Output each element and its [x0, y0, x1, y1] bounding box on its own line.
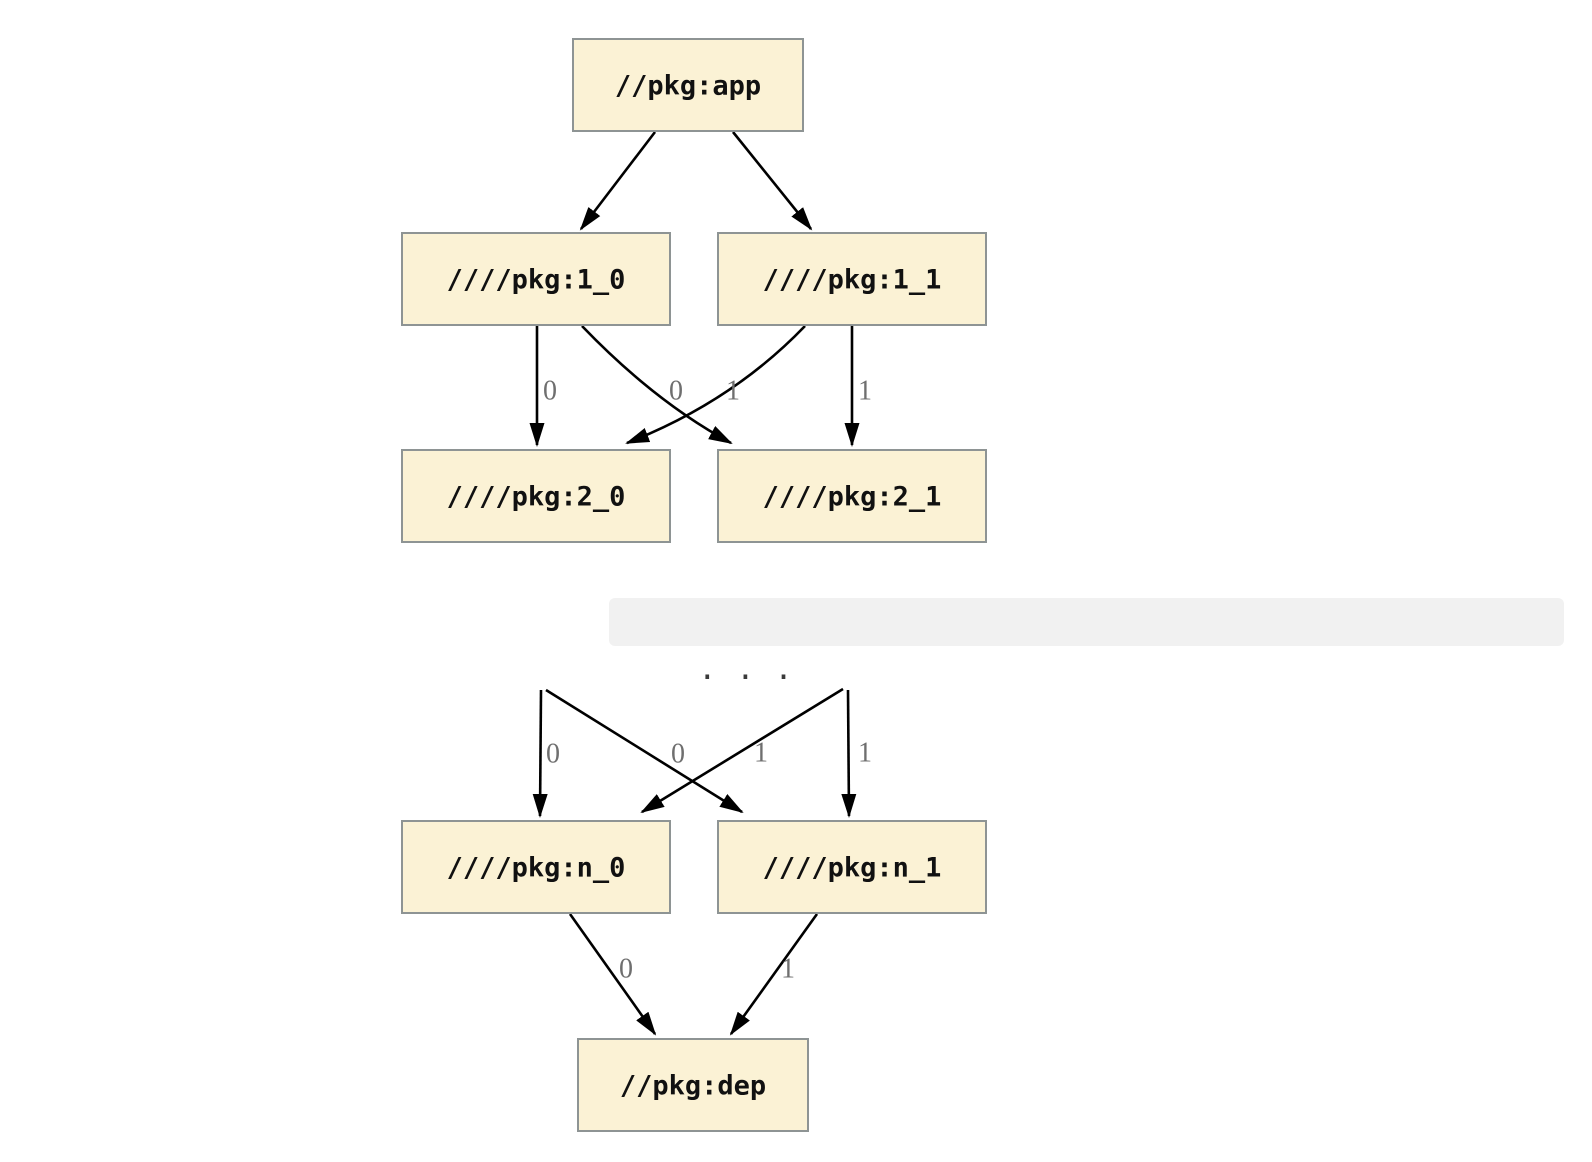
- node-label: ////pkg:n_0: [447, 853, 626, 884]
- node-box: [717, 232, 987, 326]
- node-box: [401, 232, 671, 326]
- node-label: ////pkg:1_1: [763, 265, 942, 296]
- node-label: //pkg:app: [615, 71, 761, 102]
- edge-label: 0: [669, 376, 683, 407]
- edge-label: 1: [781, 954, 795, 985]
- node-n_1: ////pkg:n_1: [717, 820, 987, 914]
- edge-ellipsis-to-n_0: 1: [640, 687, 844, 814]
- edge-label: 0: [619, 954, 633, 985]
- node-label: ////pkg:1_0: [447, 265, 626, 296]
- node-2_1: ////pkg:2_1: [717, 449, 987, 543]
- edge-arrow: [841, 689, 857, 818]
- node-label: //pkg:dep: [620, 1071, 766, 1102]
- edge-label: 1: [858, 738, 872, 769]
- ellipsis-band: . . .: [609, 598, 1564, 687]
- node-box: [717, 449, 987, 543]
- ellipsis-text: . . .: [698, 652, 794, 687]
- edge-arrow: [581, 325, 733, 445]
- node-dep: //pkg:dep: [577, 1038, 809, 1132]
- edge-n_1-to-dep: 1: [729, 913, 819, 1036]
- edge-label: 0: [671, 739, 685, 770]
- edge-ellipsis-to-n_0: 0: [532, 689, 560, 818]
- edge-arrow: [640, 687, 844, 814]
- edge-arrow: [731, 131, 813, 231]
- node-label: ////pkg:2_1: [763, 482, 942, 513]
- edge-arrow: [532, 689, 548, 818]
- edge-1_1-to-2_0: 1: [625, 325, 806, 445]
- edge-1_0-to-2_0: 0: [529, 326, 557, 447]
- node-box: [401, 820, 671, 914]
- node-box: [577, 1038, 809, 1132]
- node-box: [572, 38, 804, 132]
- node-box: [401, 449, 671, 543]
- edge-arrow: [568, 913, 657, 1036]
- edge-ellipsis-to-n_1: 0: [545, 688, 744, 814]
- node-label: ////pkg:2_0: [447, 482, 626, 513]
- edge-label: 0: [543, 376, 557, 407]
- node-app: //pkg:app: [572, 38, 804, 132]
- edge-label: 0: [546, 739, 560, 770]
- edge-app-to-1_1: [731, 131, 813, 231]
- edge-label: 1: [858, 376, 872, 407]
- edge-arrow: [545, 688, 744, 814]
- edge-1_1-to-2_1: 1: [844, 326, 872, 447]
- node-1_0: ////pkg:1_0: [401, 232, 671, 326]
- edge-label: 1: [726, 376, 740, 407]
- edge-n_0-to-dep: 0: [568, 913, 657, 1036]
- edge-1_0-to-2_1: 0: [581, 325, 733, 445]
- edge-ellipsis-to-n_1: 1: [841, 689, 872, 818]
- node-label: ////pkg:n_1: [763, 853, 942, 884]
- node-1_1: ////pkg:1_1: [717, 232, 987, 326]
- node-box: [717, 820, 987, 914]
- edge-arrow: [729, 913, 819, 1036]
- edge-app-to-1_0: [579, 131, 657, 231]
- edge-arrow: [579, 131, 657, 231]
- node-2_0: ////pkg:2_0: [401, 449, 671, 543]
- node-n_0: ////pkg:n_0: [401, 820, 671, 914]
- edge-label: 1: [754, 738, 768, 769]
- edge-arrow: [625, 325, 806, 445]
